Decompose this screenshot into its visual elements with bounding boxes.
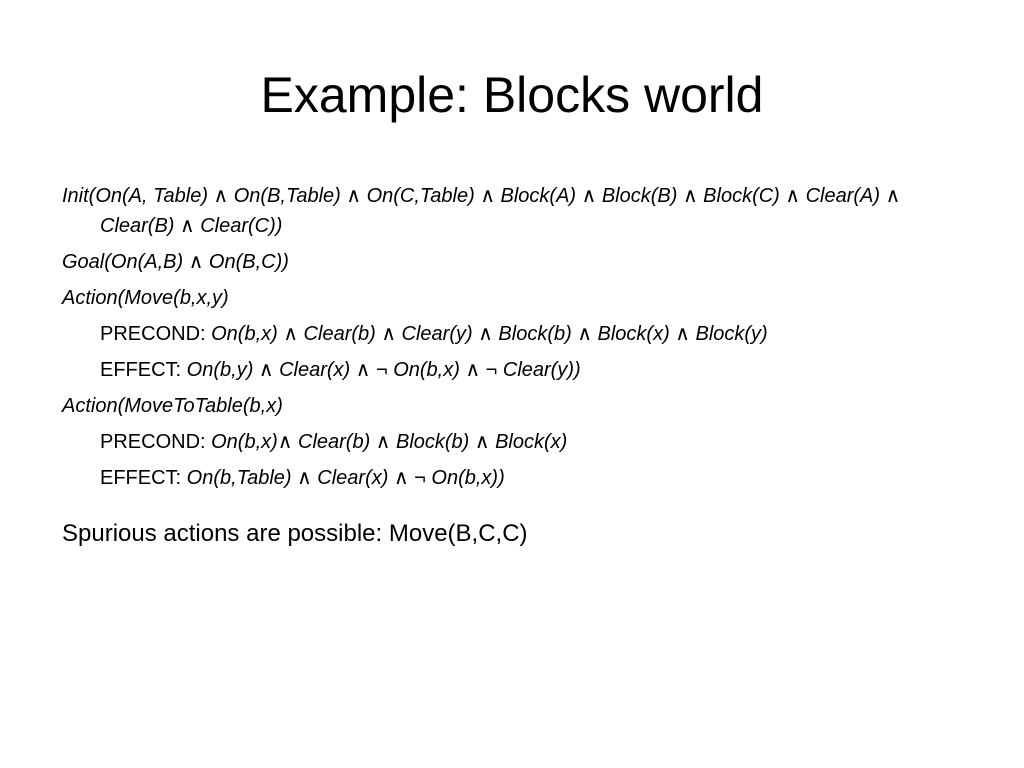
- action-move-to-table-effect: EFFECT: On(b,Table) ∧ Clear(x) ∧ ¬ On(b,…: [62, 463, 962, 493]
- action-move-to-table-precond: PRECOND: On(b,x)∧ Clear(b) ∧ Block(b) ∧ …: [62, 427, 962, 457]
- action-move-effect: EFFECT: On(b,y) ∧ Clear(x) ∧ ¬ On(b,x) ∧…: [62, 355, 962, 385]
- effect-formula: On(b,y) ∧ Clear(x) ∧ ¬ On(b,x) ∧ ¬ Clear…: [186, 359, 581, 381]
- goal-statement: Goal(On(A,B) ∧ On(B,C)): [62, 251, 289, 273]
- slide-body: Init(On(A, Table) ∧ On(B,Table) ∧ On(C,T…: [62, 181, 962, 551]
- precond-formula: On(b,x)∧ Clear(b) ∧ Block(b) ∧ Block(x): [211, 431, 568, 453]
- init-statement: Init(On(A, Table) ∧ On(B,Table) ∧ On(C,T…: [62, 185, 901, 237]
- slide-title: Example: Blocks world: [260, 67, 764, 123]
- action-move-precond: PRECOND: On(b,x) ∧ Clear(b) ∧ Clear(y) ∧…: [62, 319, 962, 349]
- precond-formula: On(b,x) ∧ Clear(b) ∧ Clear(y) ∧ Block(b)…: [211, 323, 768, 345]
- precond-label: PRECOND:: [100, 431, 212, 453]
- effect-label: EFFECT:: [100, 467, 187, 489]
- precond-label: PRECOND:: [100, 323, 212, 345]
- action-move-header: Action(Move(b,x,y): [62, 287, 229, 309]
- effect-formula: On(b,Table) ∧ Clear(x) ∧ ¬ On(b,x)): [186, 467, 505, 489]
- effect-label: EFFECT:: [100, 359, 187, 381]
- spurious-note: Spurious actions are possible: Move(B,C,…: [62, 520, 528, 547]
- action-move-to-table-header: Action(MoveToTable(b,x): [62, 395, 283, 417]
